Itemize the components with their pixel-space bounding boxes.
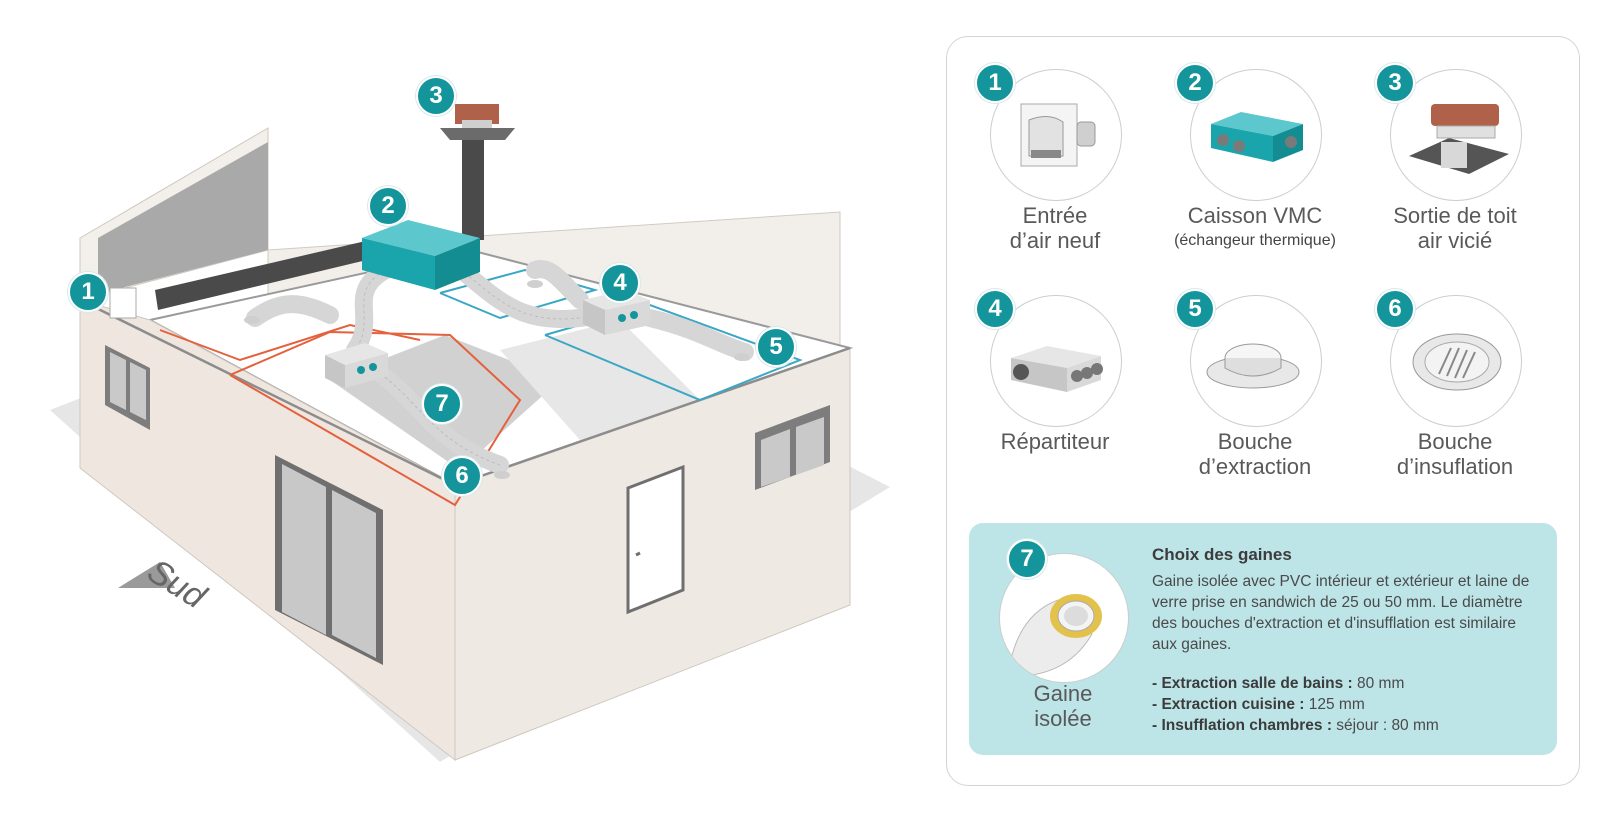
duct-choice-description: Gaine isolée avec PVC intérieur et extér… xyxy=(1152,573,1530,653)
insulated-duct-icon xyxy=(999,553,1129,683)
spec-value: séjour : 80 mm xyxy=(1332,717,1439,734)
spec-label: - Extraction salle de bains : xyxy=(1152,675,1353,692)
duct-specs-list: - Extraction salle de bains : 80 mm - Ex… xyxy=(1152,673,1542,736)
legend-label-5b: d’extraction xyxy=(1198,454,1312,479)
legend-badge-3: 3 xyxy=(1375,63,1415,103)
spec-value: 80 mm xyxy=(1352,675,1405,692)
house-diagram: 1 2 3 4 5 6 7 Sud xyxy=(50,76,890,762)
spec-label: - Insufflation chambres : xyxy=(1152,717,1332,734)
vmc-box-icon xyxy=(1190,69,1322,201)
legend-label-3b: air vicié xyxy=(1417,228,1493,253)
legend-badge-5: 5 xyxy=(1175,289,1215,329)
diagram-badge-3: 3 xyxy=(416,76,456,116)
front-door xyxy=(626,464,685,615)
insufflation-vent-icon xyxy=(1390,295,1522,427)
legend-label-6b: d’insuflation xyxy=(1396,454,1514,479)
diagram-badge-1: 1 xyxy=(68,272,108,312)
duct-choice-panel: 7 Gaine isolée Choix des gaines Gaine is… xyxy=(969,523,1557,755)
diagram-badge-6: 6 xyxy=(442,456,482,496)
legend-label-1b: d’air neuf xyxy=(1009,228,1101,253)
spec-label: - Extraction cuisine : xyxy=(1152,696,1305,713)
legend-label-2a: Caisson VMC xyxy=(1187,203,1323,228)
gaine-label-a: Gaine xyxy=(1033,681,1093,706)
window-front xyxy=(755,405,830,490)
duct-roof-outlet xyxy=(462,130,484,240)
diagram-badge-2: 2 xyxy=(368,186,408,226)
legend-sub-2: (échangeur thermique) xyxy=(1174,232,1336,249)
roof-slope xyxy=(98,142,268,294)
distributor-7 xyxy=(325,343,388,388)
legend-label-6a: Bouche xyxy=(1417,429,1493,454)
duct-fresh-air xyxy=(155,240,375,310)
diagram-badge-4: 4 xyxy=(600,263,640,303)
roof-cap xyxy=(455,104,499,124)
legend-label-5a: Bouche xyxy=(1217,429,1293,454)
diagram-badge-7: 7 xyxy=(422,384,462,424)
gaine-label-b: isolée xyxy=(1034,706,1092,731)
interior-room-2 xyxy=(500,320,700,440)
south-arrow xyxy=(118,562,175,588)
legend-label-4a: Répartiteur xyxy=(1000,429,1110,454)
window-left xyxy=(105,345,150,430)
patio-door xyxy=(275,455,383,665)
air-entry-grille xyxy=(109,287,137,319)
legend-badge-1: 1 xyxy=(975,63,1015,103)
legend-badge-6: 6 xyxy=(1375,289,1415,329)
spec-row: - Extraction salle de bains : 80 mm xyxy=(1152,673,1542,694)
legend-badge-7: 7 xyxy=(1007,539,1047,579)
duct-choice-title: Choix des gaines xyxy=(1152,545,1292,564)
vmc-box xyxy=(362,220,480,290)
spec-value: 125 mm xyxy=(1304,696,1365,713)
legend-badge-2: 2 xyxy=(1175,63,1215,103)
distributor-icon xyxy=(990,295,1122,427)
legend-panel: 1 Entrée d’air neuf 2 Caisson VMC (échan… xyxy=(946,36,1580,786)
legend-label-3a: Sortie de toit xyxy=(1393,203,1517,228)
house-illustration xyxy=(50,104,890,762)
legend-badge-4: 4 xyxy=(975,289,1015,329)
spec-row: - Extraction cuisine : 125 mm xyxy=(1152,694,1542,715)
spec-row: - Insufflation chambres : séjour : 80 mm xyxy=(1152,715,1542,736)
diagram-badge-5: 5 xyxy=(756,327,796,367)
legend-label-1a: Entrée xyxy=(1022,203,1088,228)
